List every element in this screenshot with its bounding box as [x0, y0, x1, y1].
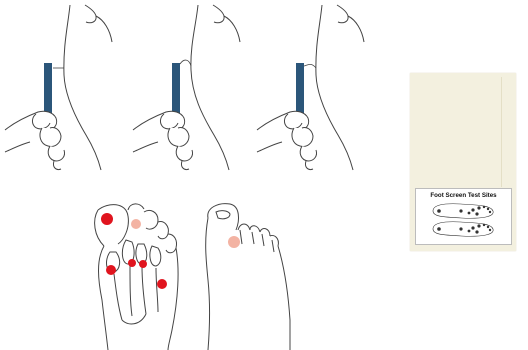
- card-title: Foot Screen Test Sites: [416, 192, 511, 199]
- hand-icon: [133, 111, 193, 169]
- test-site-marker: [157, 279, 167, 289]
- toe-outline-icon: [0, 0, 120, 170]
- hand-icon: [257, 111, 317, 169]
- test-site-marker: [131, 219, 141, 229]
- foot-sole-diagram: [88, 200, 188, 350]
- test-site-marker: [228, 236, 240, 248]
- step-3-illustration: [252, 0, 372, 170]
- monofilament-icon: [172, 63, 180, 119]
- toe-outline-icon: [252, 0, 372, 170]
- test-site-marker: [106, 265, 116, 275]
- screening-card: Foot Screen Test Sites: [410, 73, 516, 251]
- monofilament-icon: [296, 63, 304, 119]
- hand-icon: [5, 111, 65, 169]
- test-site-marker: [128, 259, 136, 267]
- card-label: Foot Screen Test Sites: [415, 188, 512, 245]
- card-feet-icon: [431, 201, 497, 239]
- card-crease: [501, 77, 502, 187]
- step-1-illustration: [0, 0, 120, 170]
- monofilament-icon: [44, 63, 52, 119]
- test-site-marker: [139, 260, 147, 268]
- foot-top-diagram: [200, 200, 300, 350]
- test-site-marker: [101, 213, 113, 225]
- foot-sole-icon: [88, 200, 188, 350]
- foot-top-icon: [200, 200, 300, 350]
- step-2-illustration: [128, 0, 248, 170]
- toe-outline-icon: [128, 0, 248, 170]
